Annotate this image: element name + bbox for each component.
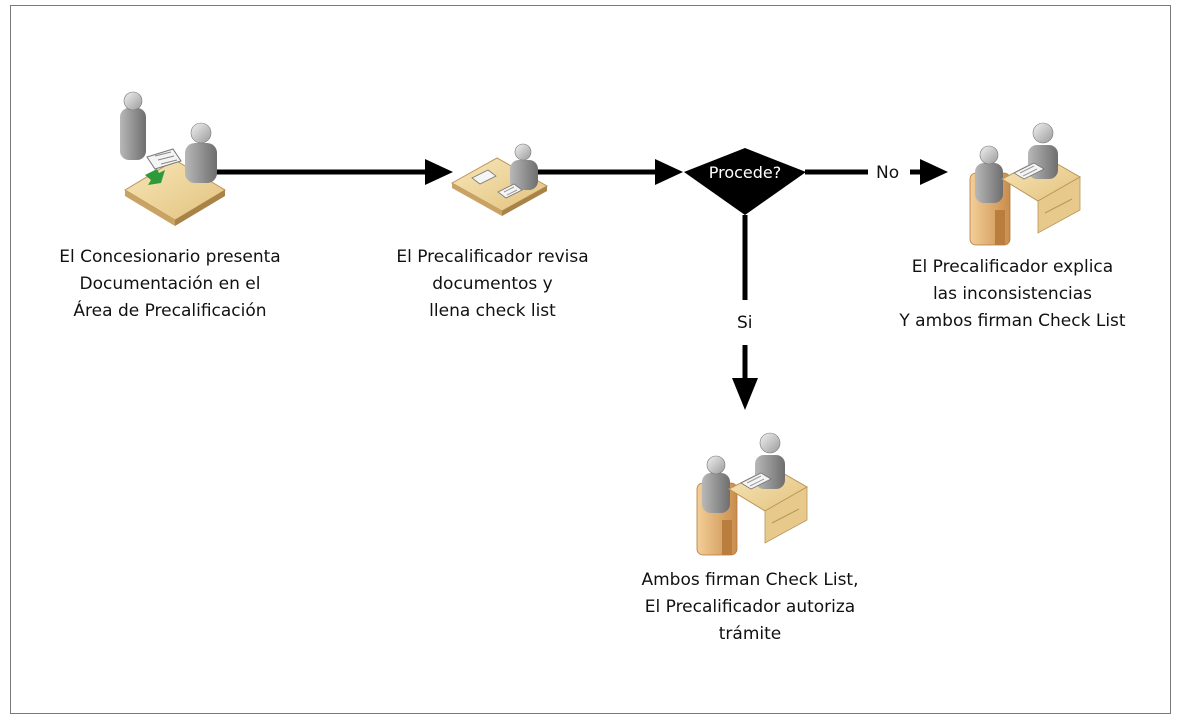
arrow-decision-no [805, 159, 948, 185]
arrow-decision-si [732, 215, 758, 410]
si-label: Si [737, 313, 753, 333]
decision-label: Procede? [709, 163, 782, 182]
review-documents-icon [450, 143, 549, 216]
decision-diamond: Procede? [684, 148, 806, 215]
step2-line-3: llena check list [429, 301, 556, 321]
step1-line-1: El Concesionario presenta [59, 247, 281, 267]
step-no-line-2: las inconsistencias [932, 284, 1093, 304]
meeting-sign-icon-si [696, 432, 809, 556]
step1-line-2: Documentación en el [79, 274, 261, 294]
step-si-line-1: Ambos firman Check List, [641, 570, 859, 590]
step-si-caption: Ambos firman Check List, El Precalificad… [600, 567, 900, 648]
step-no-line-3: Y ambos firman Check List [899, 311, 1126, 331]
arrow-step1-to-step2 [215, 159, 453, 185]
step1-caption: El Concesionario presenta Documentación … [20, 244, 320, 325]
step2-caption: El Precalificador revisa documentos y ll… [355, 244, 630, 325]
step1-line-3: Área de Precalificación [73, 301, 267, 321]
step-si-line-2: El Precalificador autoriza [644, 597, 856, 617]
no-label: No [876, 163, 899, 183]
meeting-sign-icon-no [969, 122, 1082, 246]
handover-documents-icon [120, 91, 226, 226]
step-no-line-1: El Precalificador explica [911, 257, 1114, 277]
step2-line-1: El Precalificador revisa [396, 247, 589, 267]
arrow-step2-to-decision [515, 159, 683, 185]
step2-line-2: documentos y [432, 274, 553, 294]
step-si-line-3: trámite [718, 624, 782, 644]
step-no-caption: El Precalificador explica las inconsiste… [860, 254, 1165, 335]
